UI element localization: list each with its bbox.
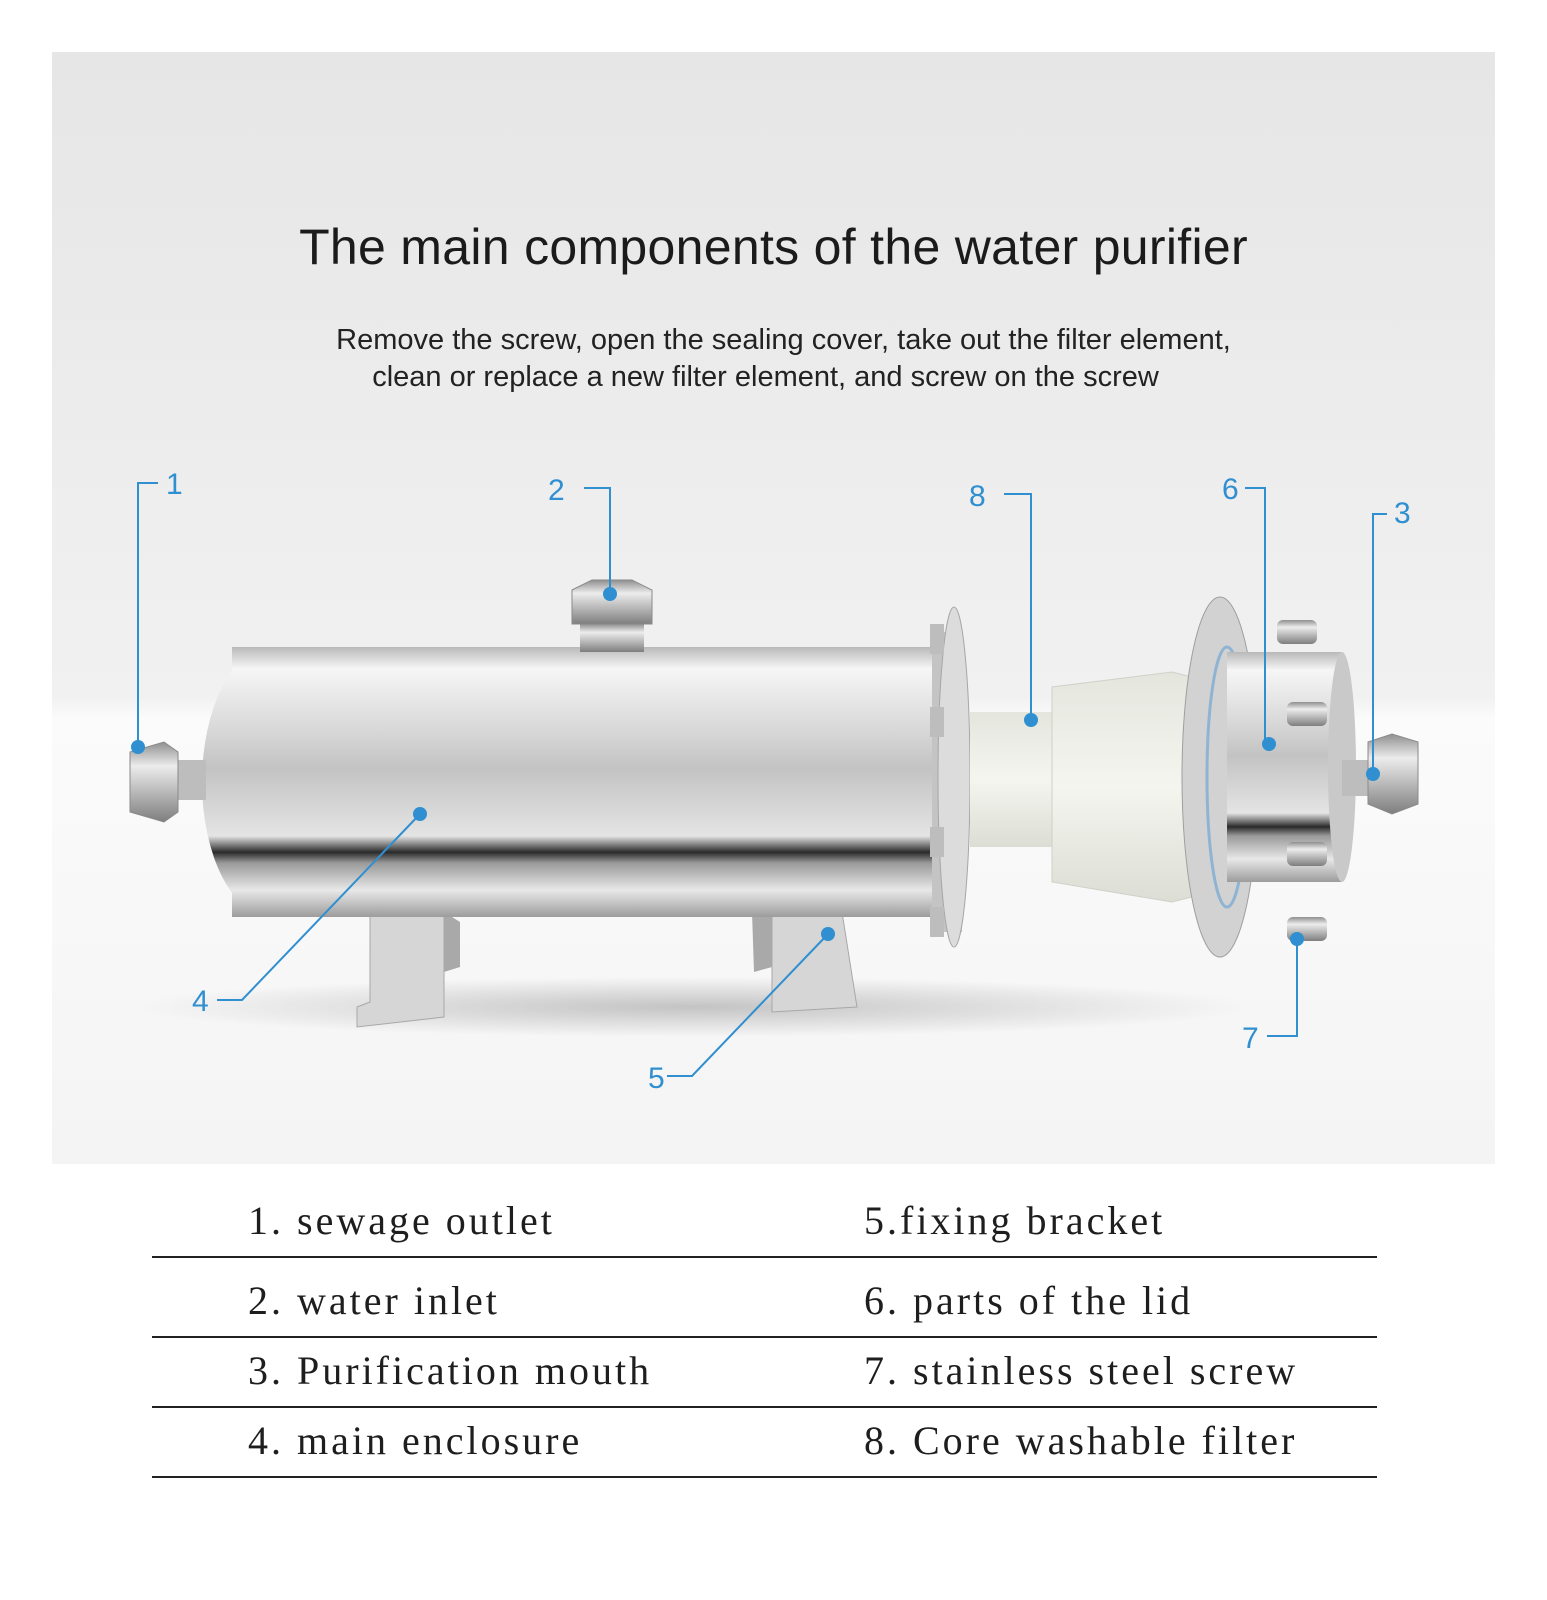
page-title: The main components of the water purifie… <box>299 219 1248 275</box>
legend-item-water-inlet: 2. water inlet <box>248 1278 500 1323</box>
callout-leader-lines <box>137 482 1387 1077</box>
callout-number-3: 3 <box>1394 497 1411 530</box>
legend-item-stainless-steel-screw: 7. stainless steel screw <box>864 1348 1299 1393</box>
callout-number-2: 2 <box>548 474 565 507</box>
legend-row: 3. Purification mouth 7. stainless steel… <box>152 1338 1377 1408</box>
callout-number-6: 6 <box>1222 473 1239 506</box>
water-purifier-illustration <box>52 52 1495 1164</box>
callout-number-1: 1 <box>166 468 183 501</box>
legend-row: 1. sewage outlet 5.fixing bracket <box>152 1178 1377 1258</box>
stainless-steel-screws <box>1277 620 1327 941</box>
legend-item-lid-parts: 6. parts of the lid <box>864 1278 1194 1323</box>
purification-mouth <box>1342 733 1419 815</box>
legend-item-main-enclosure: 4. main enclosure <box>248 1418 583 1463</box>
components-legend: 1. sewage outlet 5.fixing bracket 2. wat… <box>152 1178 1377 1478</box>
legend-row: 2. water inlet 6. parts of the lid <box>152 1258 1377 1338</box>
callout-number-7: 7 <box>1242 1022 1259 1055</box>
product-photo-panel: The main components of the water purifie… <box>52 52 1495 1164</box>
main-enclosure <box>202 647 962 917</box>
subtitle-line-1: Remove the screw, open the sealing cover… <box>336 324 1231 356</box>
fixing-bracket <box>356 911 858 1028</box>
legend-item-core-washable-filter: 8. Core washable filter <box>864 1418 1298 1463</box>
callout-number-8: 8 <box>969 480 986 513</box>
callout-dots <box>131 587 1380 946</box>
legend-item-purification-mouth: 3. Purification mouth <box>248 1348 653 1393</box>
legend-item-sewage-outlet: 1. sewage outlet <box>248 1198 555 1243</box>
subtitle-line-2: clean or replace a new filter element, a… <box>372 361 1159 393</box>
lid-parts <box>1181 596 1356 958</box>
legend-item-fixing-bracket: 5.fixing bracket <box>864 1198 1166 1243</box>
water-inlet <box>571 579 653 652</box>
callout-number-4: 4 <box>192 985 209 1018</box>
body-flange <box>930 606 971 948</box>
legend-row: 4. main enclosure 8. Core washable filte… <box>152 1408 1377 1478</box>
core-washable-filter <box>970 671 1213 903</box>
sewage-outlet <box>129 741 206 823</box>
callout-number-5: 5 <box>648 1062 665 1095</box>
